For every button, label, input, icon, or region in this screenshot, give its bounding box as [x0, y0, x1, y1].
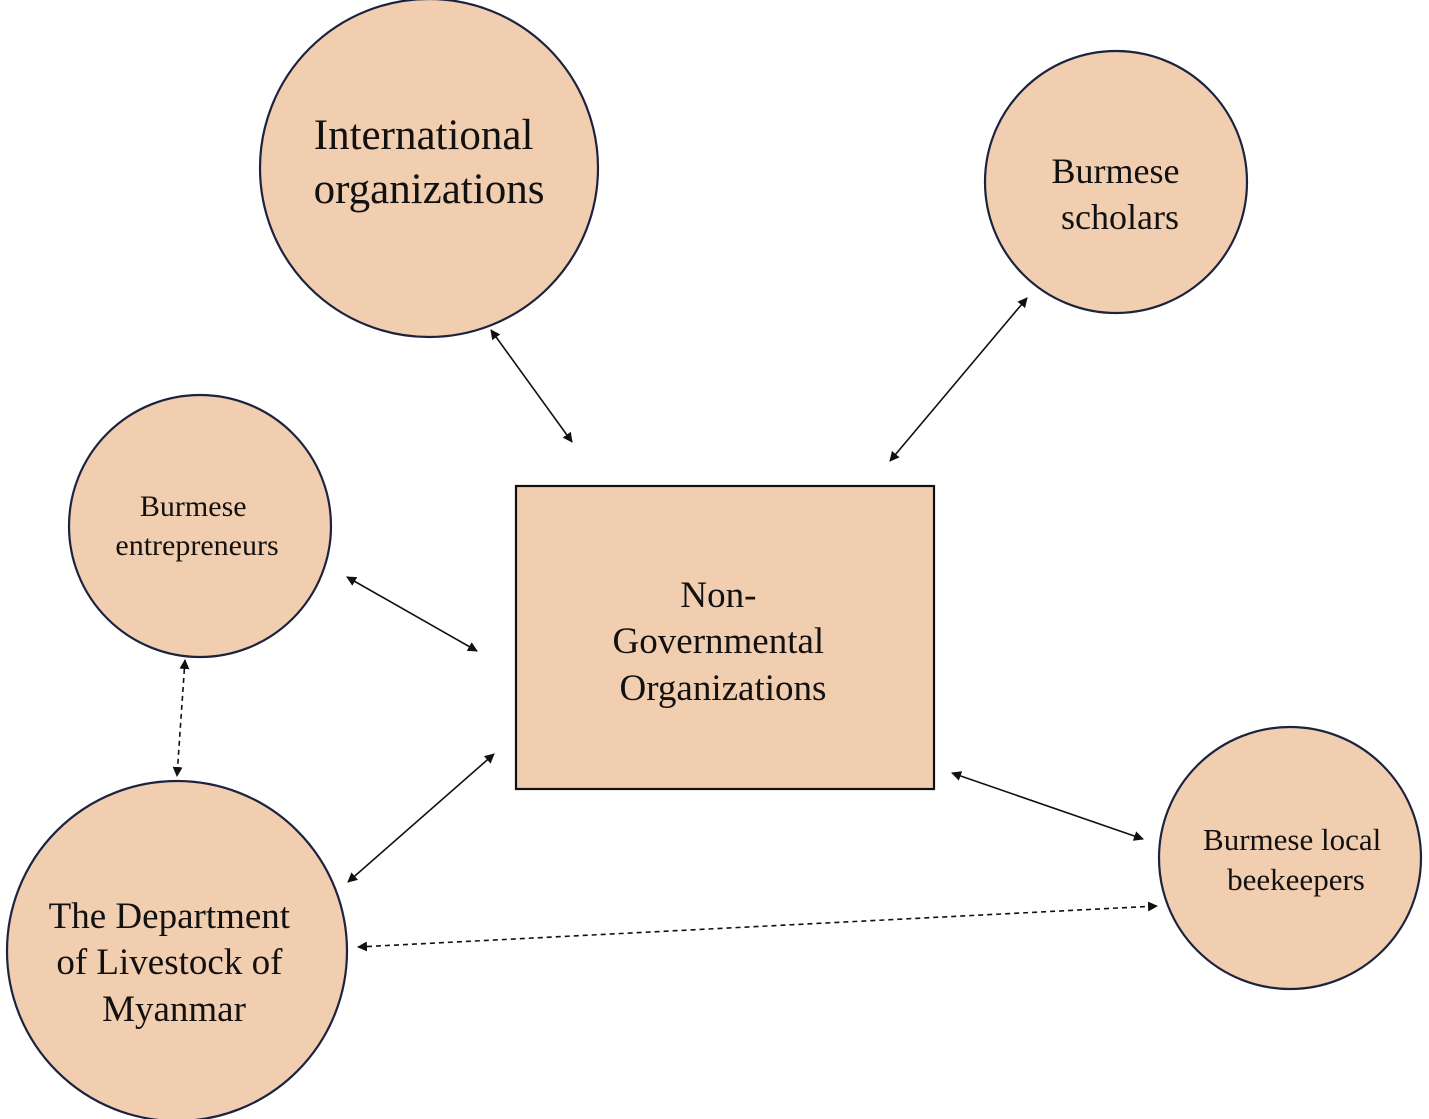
node-ngo-line-3: Organizations	[620, 668, 827, 709]
node-entrepreneurs-shape	[67, 393, 333, 659]
node-entrepreneurs-line-1: Burmese	[140, 490, 247, 523]
node-livestock-line-2: of Livestock of	[56, 942, 283, 983]
node-scholars-line-2: scholars	[1061, 197, 1179, 237]
edges	[172, 297, 1158, 952]
node-international-line-2: organizations	[314, 166, 545, 213]
node-beekeepers-shape	[1157, 725, 1423, 991]
node-ngo-label: Non- Governmental Organizations	[613, 575, 834, 709]
node-non-governmental-organizations: Non- Governmental Organizations	[514, 484, 936, 791]
node-entrepreneurs-label: Burmese entrepreneurs	[115, 490, 278, 562]
node-burmese-entrepreneurs: Burmese entrepreneurs	[67, 393, 333, 659]
node-beekeepers-line-1: Burmese local	[1203, 822, 1381, 857]
node-international-shape	[258, 0, 600, 339]
node-international-label: International organizations	[314, 112, 545, 213]
node-ngo-line-1: Non-	[680, 575, 756, 616]
node-burmese-local-beekeepers: Burmese local beekeepers	[1157, 725, 1423, 991]
node-scholars-label: Burmese scholars	[1052, 151, 1189, 237]
edge-scholars-ngo	[889, 297, 1028, 462]
node-livestock-line-1: The Department	[49, 896, 291, 937]
node-livestock-shape	[5, 779, 349, 1119]
node-burmese-scholars: Burmese scholars	[983, 49, 1249, 315]
node-livestock-line-3: Myanmar	[102, 989, 246, 1030]
node-international-organizations: International organizations	[258, 0, 600, 339]
edge-livestock-ngo	[347, 753, 495, 883]
node-scholars-shape	[983, 49, 1249, 315]
node-department-of-livestock: The Department of Livestock of Myanmar	[5, 779, 349, 1119]
edge-entrepreneurs-livestock	[172, 659, 190, 777]
node-ngo-shape	[514, 484, 936, 791]
node-livestock-label: The Department of Livestock of Myanmar	[49, 896, 300, 1030]
edge-beekeepers-ngo	[951, 771, 1144, 841]
edge-international-ngo	[490, 329, 573, 443]
node-scholars-line-1: Burmese	[1052, 151, 1180, 191]
node-ngo-line-2: Governmental	[613, 621, 825, 662]
edge-entrepreneurs-ngo	[346, 576, 478, 652]
node-beekeepers-line-2: beekeepers	[1227, 862, 1365, 897]
node-entrepreneurs-line-2: entrepreneurs	[115, 529, 278, 562]
edge-livestock-beekeepers	[357, 901, 1158, 952]
node-beekeepers-label: Burmese local beekeepers	[1203, 822, 1389, 897]
node-international-line-1: International	[314, 112, 534, 159]
